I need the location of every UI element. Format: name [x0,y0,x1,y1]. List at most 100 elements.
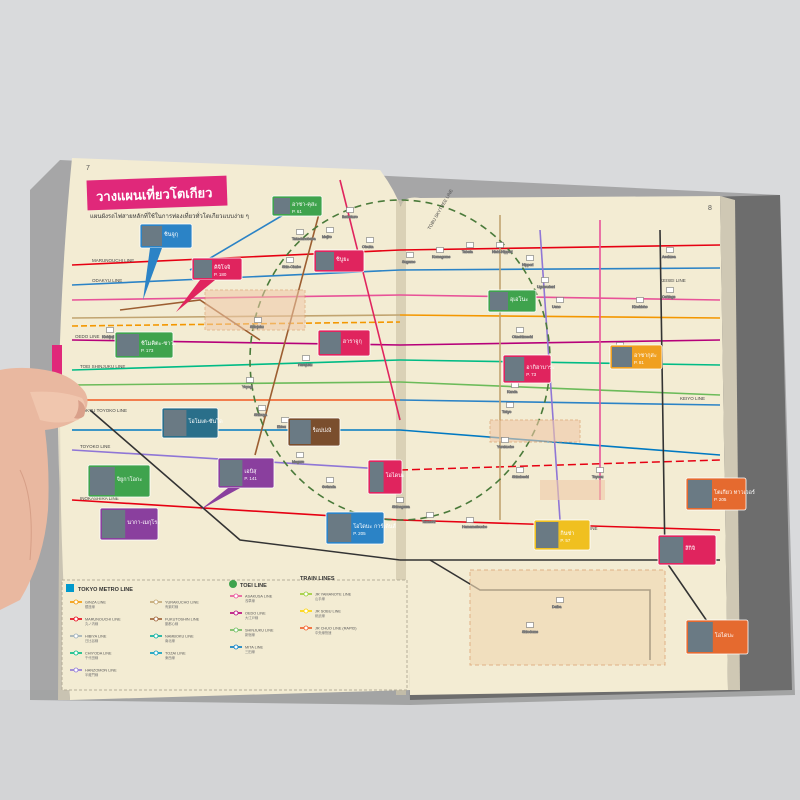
label-marunouchi: MARUNOUCHI LINE [92,258,134,263]
station-node [296,229,304,235]
zone-shinjuku [204,289,306,331]
callout-photo [490,292,508,310]
station-label: Otsuka [362,245,373,249]
legend-line-name: OEDO LINE [245,612,266,616]
callout-asakusa-top: อาซา-คุสะP. 61 [271,195,323,217]
thumbnail [74,400,86,419]
label-inokashira: INOKASHIRA LINE [80,496,119,501]
legend-toei-title: TOEI LINE [240,583,267,589]
hand-palm [0,367,88,610]
zone-odaiba [469,569,666,666]
legend-node-icon [73,616,79,622]
station-node [346,207,354,213]
callout-photo [164,410,187,436]
legend-node-icon [233,627,239,633]
station-node [556,597,564,603]
legend-node-icon [73,667,79,673]
callout-title: จิยูกาโอกะ [116,475,142,483]
callout-harajuku: ฮาราจูกุ [317,329,371,357]
legend-node-icon [303,608,309,614]
station-node [326,477,334,483]
legend-line-name: JR CHUO LINE (RAPID) [315,627,357,631]
callout-photo [117,334,139,356]
station-label: Okachimachi [512,335,533,339]
callout-photo [370,462,384,492]
station-node [366,237,374,243]
legend-line-name: ASAKUSA LINE [245,595,273,599]
pink-edge-tab [52,345,62,375]
callout-odaiba: โอไดบะ [367,459,405,495]
station-node [406,252,414,258]
station-label: Harajuku [298,363,312,367]
callout-photo [688,622,713,652]
desk-surface [0,690,800,800]
callout-photo [688,480,712,508]
callout-photo [102,510,126,538]
r-line-lightgreen [399,381,721,396]
legend-line-jp: 三田線 [245,649,256,654]
station-label: Tamachi [422,520,436,524]
legend-line-name: JR YAMANOTE LINE [315,593,352,597]
title-banner-text: วางแผนเที่ยวโตเกียว [96,183,213,205]
label-tokyu-toyoko: TOKYU TOYOKO LINE [80,408,127,413]
callout-title: คิจิโจจิ [214,263,231,271]
callout-page: P. 81 [634,360,644,365]
callout-page: P. 205 [714,497,727,502]
station-label: Asakusa [662,255,676,259]
legend-line-jp: 中央線快速 [315,630,332,635]
legend-line-jp: 日比谷線 [85,638,99,643]
callout-page: P. 57 [560,538,570,543]
callout-photo [536,522,559,548]
callout-title: โอไดบะ [386,471,405,479]
label-odakyu: ODAKYU LINE [92,278,122,283]
legend-train-title: TRAIN LINES [300,576,335,582]
station-node [326,227,334,233]
callout-title: กินซ่า [560,530,575,537]
callout-page: P. 205 [353,531,366,536]
station-node [254,317,262,323]
legend-node-icon [303,625,309,631]
station-node [296,452,304,458]
legend-line-jp: 新宿線 [245,632,256,637]
line-pink-diag [339,179,401,421]
callout-title: โอไดบะ [715,631,734,639]
callouts: อาซา-คุสะP. 61ชิบูยะชินจูกุคิจิโจจิP. 18… [87,195,755,655]
label-oedo: OEDO LINE [75,334,100,339]
station-label: Shinagawa [392,505,410,509]
label-toyoko-b: TOYOKO LINE [80,444,110,449]
callout-tail [143,248,162,300]
callout-sinjuku: ชินจูกุ [139,223,193,249]
legend-node-icon [153,599,159,605]
legend-node-icon [73,633,79,639]
station-node [526,622,534,628]
callout-photo [274,198,290,214]
legend-node-icon [233,644,239,650]
legend-line-name: SHINJUKU LINE [245,629,274,633]
legend-node-icon [233,610,239,616]
callout-title: สึกิจิ [685,545,696,552]
right-page-edge [720,196,740,690]
station-node [541,277,549,283]
callout-asakusa-r: อาซากุสะP. 81 [609,344,663,370]
legend-line-name: NAMBOKU LINE [165,635,194,639]
left-page [52,158,410,700]
callout-tokyo-tower: โตเกียว ทาวเวอร์P. 205 [685,477,755,511]
station-node [258,405,266,411]
station-label: Tabata [462,250,473,254]
station-node [496,242,504,248]
station-node [466,242,474,248]
legend-node-icon [233,593,239,599]
legend-node-icon [153,633,159,639]
callout-ebisu: เอบิสุP. 141 [217,457,275,489]
hand-crease [19,469,32,561]
station-node [666,247,674,253]
title-banner: วางแผนเที่ยวโตเกียว แผนผังรถไฟสายหลักที่… [86,175,249,220]
station-label: Kinshicho [632,305,648,309]
